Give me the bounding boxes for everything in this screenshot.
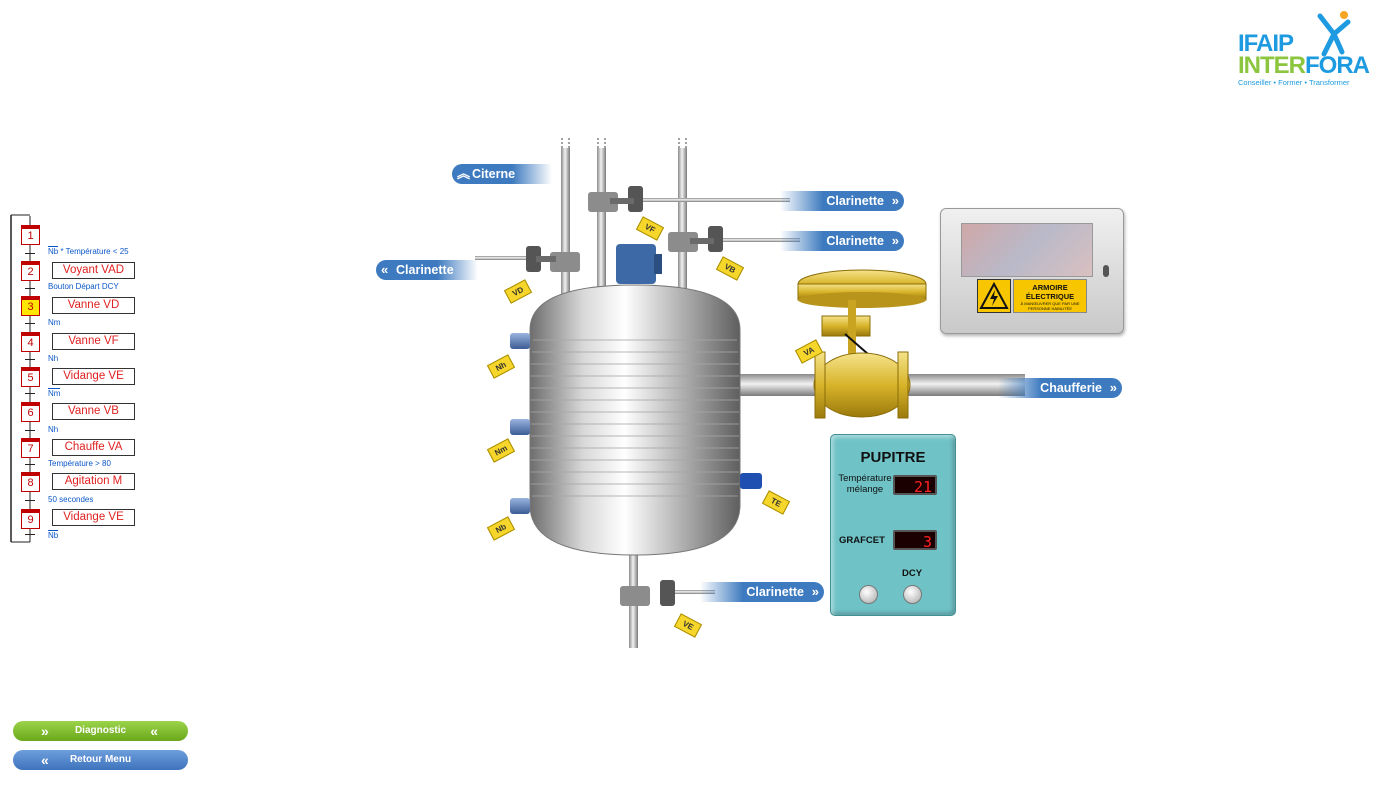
sensor-nb (510, 498, 530, 514)
chevron-right-icon: » (41, 723, 49, 739)
grafcet-transition-5 (25, 393, 35, 394)
air-line-vf (640, 198, 790, 202)
electrical-cabinet[interactable]: ARMOIRE ÉLECTRIQUE À MANŒUVRER QUE PAR U… (940, 208, 1124, 334)
control-desk: PUPITRE Température mélange 21 GRAFCET 3… (830, 434, 956, 616)
grafcet-action-9: Vidange VE (52, 509, 135, 526)
grafcet-step-6: 6 (21, 402, 40, 422)
mixing-tank (529, 284, 741, 556)
grafcet-transition-6 (25, 430, 35, 431)
sensor-te (740, 473, 762, 489)
grafcet-step-4: 4 (21, 332, 40, 352)
grafcet-diagram: 1 Nb * Température < 25 2 Voyant VAD Bou… (8, 212, 168, 547)
clarinette-link-bottom[interactable]: Clarinette » (700, 582, 824, 602)
grafcet-action-5: Vidange VE (52, 368, 135, 385)
logo-tagline: Conseiller • Former • Transformer (1238, 78, 1350, 87)
temperature-label: Température mélange (838, 473, 892, 495)
grafcet-action-3: Vanne VD (52, 297, 135, 314)
sensor-nh (510, 333, 530, 349)
grafcet-transition-8 (25, 500, 35, 501)
chevron-right-icon: » (891, 233, 899, 248)
pupitre-title: PUPITRE (860, 449, 926, 466)
pipe-vd (561, 148, 570, 303)
grafcet-receptivity-9: Nb (48, 530, 59, 540)
grafcet-action-4: Vanne VF (52, 333, 135, 350)
clarinette-link-top-2[interactable]: Clarinette » (780, 231, 904, 251)
dcy-button[interactable] (903, 585, 922, 604)
grafcet-transition-3 (25, 323, 35, 324)
grafcet-receptivity-6: Nh (48, 425, 59, 434)
diagnostic-button[interactable]: » Diagnostic « (13, 721, 188, 741)
sensor-nm (510, 419, 530, 435)
air-line-ve (675, 590, 715, 594)
chevron-right-icon: » (811, 584, 819, 599)
clarinette-link-left[interactable]: « Clarinette (376, 260, 478, 280)
grafcet-receptivity-2: Bouton Départ DCY (48, 282, 119, 291)
dcy-label: DCY (901, 568, 923, 579)
grafcet-label: GRAFCET (839, 535, 885, 546)
grafcet-action-8: Agitation M (52, 473, 135, 490)
air-line-vd (475, 256, 530, 260)
pipe-vf (597, 148, 606, 298)
grafcet-step-display: 3 (893, 530, 937, 551)
grafcet-receptivity-7: Température > 80 (48, 459, 111, 468)
chevron-left-icon: « (381, 262, 389, 277)
grafcet-action-6: Vanne VB (52, 403, 135, 420)
grafcet-transition-9 (25, 534, 35, 535)
cabinet-plate: ARMOIRE ÉLECTRIQUE À MANŒUVRER QUE PAR U… (1013, 279, 1087, 313)
grafcet-step-7: 7 (21, 438, 40, 458)
grafcet-receptivity-8: 50 secondes (48, 495, 94, 504)
grafcet-step-3: 3 (21, 296, 40, 316)
grafcet-action-2: Voyant VAD (52, 262, 135, 279)
grafcet-step-9: 9 (21, 509, 40, 529)
pipe-vb (678, 148, 687, 298)
air-line-vb (720, 238, 800, 242)
chevron-up-icon: ︽ (457, 166, 471, 181)
grafcet-receptivity-4: Nh (48, 354, 59, 363)
chevron-right-icon: » (1109, 380, 1117, 395)
chevron-left-icon: « (41, 752, 49, 768)
citerne-link[interactable]: ︽ Citerne (452, 164, 552, 184)
grafcet-action-7: Chauffe VA (52, 439, 135, 456)
chevron-left-icon: « (150, 723, 158, 739)
grafcet-transition-7 (25, 464, 35, 465)
clarinette-link-top-1[interactable]: Clarinette » (780, 191, 904, 211)
valve-vd (526, 246, 580, 272)
valve-va (797, 269, 927, 419)
grafcet-receptivity-5: Nm (48, 388, 61, 398)
grafcet-receptivity-3: Nm (48, 318, 61, 327)
person-logo-icon (1317, 11, 1351, 57)
grafcet-step-8: 8 (21, 472, 40, 492)
grafcet-step-2: 2 (21, 261, 40, 281)
valve-vb (668, 226, 723, 252)
chaufferie-link[interactable]: Chaufferie » (998, 378, 1122, 398)
grafcet-receptivity-1: Nb * Température < 25 (48, 246, 129, 256)
grafcet-step-5: 5 (21, 367, 40, 387)
temperature-display: 21 (893, 475, 937, 496)
grafcet-transition-1 (25, 253, 35, 254)
logo-text-ifaip: IFAIP (1238, 30, 1294, 57)
lock-icon (1103, 265, 1109, 277)
valve-ve (620, 580, 675, 606)
retour-menu-button[interactable]: « Retour Menu (13, 750, 188, 770)
logo-text-interfora: INTERFORA (1238, 52, 1370, 79)
agitator-motor (616, 244, 662, 284)
grafcet-transition-4 (25, 359, 35, 360)
grafcet-step-1: 1 (21, 225, 40, 245)
ifaip-interfora-logo: IFAIP INTERFORA Conseiller • Former • Tr… (1232, 8, 1392, 90)
cabinet-window (961, 223, 1093, 277)
high-voltage-icon (977, 279, 1011, 313)
desk-button-left[interactable] (859, 585, 878, 604)
valve-vf (588, 186, 643, 212)
chevron-right-icon: » (891, 193, 899, 208)
grafcet-transition-2 (25, 288, 35, 289)
